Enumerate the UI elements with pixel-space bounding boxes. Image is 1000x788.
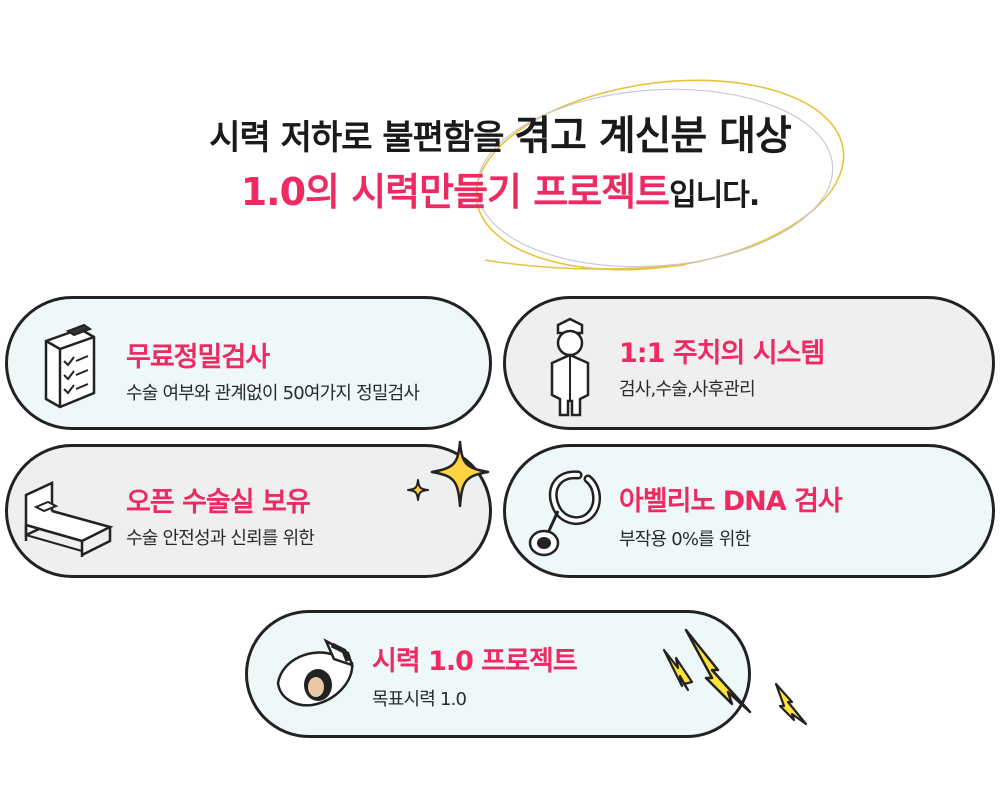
card-subtitle: 목표시력 1.0 bbox=[372, 689, 467, 710]
headline-highlight: 1.0의 시력만들기 프로젝트 bbox=[240, 170, 670, 214]
headline-line2: 1.0의 시력만들기 프로젝트입니다. bbox=[0, 166, 1000, 222]
card-subtitle: 수술 여부와 관계없이 50여가지 정밀검사 bbox=[126, 383, 420, 404]
card-subtitle: 수술 안전성과 신뢰를 위한 bbox=[126, 528, 315, 549]
nurse-icon bbox=[550, 317, 590, 417]
headline-suffix: 입니다. bbox=[669, 178, 760, 213]
headline-line1-part1: 시력 저하로 불편함을 bbox=[209, 118, 504, 158]
clipboard-icon bbox=[44, 323, 96, 409]
lightning-icon bbox=[662, 628, 808, 726]
card-title: 오픈 수술실 보유 bbox=[126, 487, 311, 518]
swirl-decoration bbox=[475, 79, 845, 271]
bed-icon bbox=[24, 481, 114, 557]
card-title: 1:1 주치의 시스템 bbox=[619, 338, 825, 369]
card-title: 무료정밀검사 bbox=[126, 342, 270, 373]
stethoscope-icon bbox=[528, 470, 601, 557]
card-subtitle: 검사,수술,사후관리 bbox=[619, 379, 756, 400]
headline-line1-part2: 겪고 계신분 대상 bbox=[514, 113, 791, 159]
feature-card-doctor-system: 1:1 주치의 시스템 검사,수술,사후관리 bbox=[503, 296, 995, 430]
eye-icon bbox=[276, 638, 354, 707]
feature-card-open-surgery: 오픈 수술실 보유 수술 안전성과 신뢰를 위한 bbox=[5, 444, 492, 578]
feature-card-dna-test: 아벨리노 DNA 검사 부작용 0%를 위한 bbox=[503, 444, 995, 578]
feature-card-free-exam: 무료정밀검사 수술 여부와 관계없이 50여가지 정밀검사 bbox=[5, 296, 492, 430]
card-title: 시력 1.0 프로젝트 bbox=[372, 646, 578, 677]
card-title: 아벨리노 DNA 검사 bbox=[619, 486, 843, 517]
sparkle-icon bbox=[407, 440, 490, 508]
headline-line1: 시력 저하로 불편함을 겪고 계신분 대상 bbox=[0, 112, 1000, 162]
feature-card-vision-project: 시력 1.0 프로젝트 목표시력 1.0 bbox=[245, 610, 751, 738]
headline: 시력 저하로 불편함을 겪고 계신분 대상 1.0의 시력만들기 프로젝트입니다… bbox=[0, 100, 1000, 222]
card-subtitle: 부작용 0%를 위한 bbox=[619, 529, 751, 550]
